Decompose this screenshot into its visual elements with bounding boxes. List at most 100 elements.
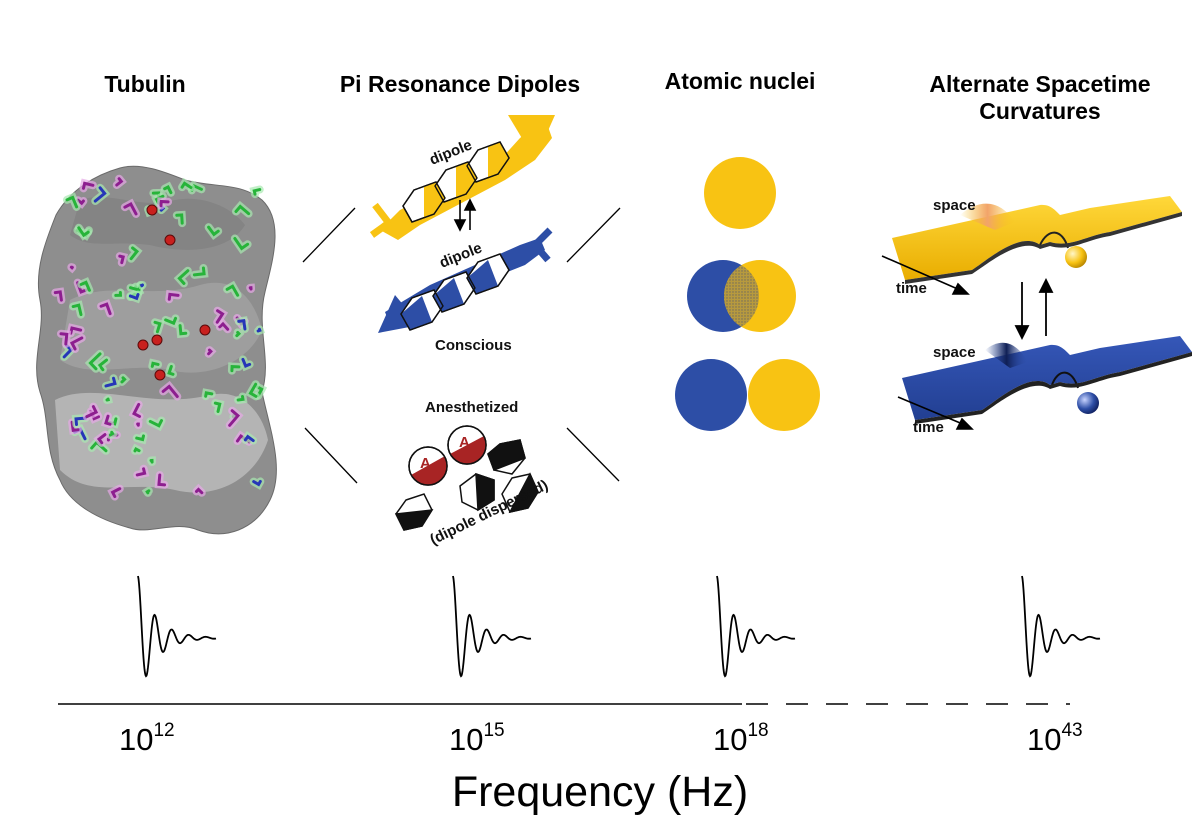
title-alternate-spacetime-curvatures: Alternate Spacetime Curvatures (929, 71, 1151, 124)
residue (225, 284, 240, 297)
metal-ion-dot (164, 234, 176, 246)
frequency-tick-1e43: 1043 (1027, 720, 1083, 757)
residue (135, 467, 147, 477)
residue (69, 326, 83, 335)
title-tubulin: Tubulin (104, 71, 186, 97)
tubulin-protein-image (36, 165, 277, 535)
residue (192, 266, 206, 277)
residue (153, 320, 162, 334)
residue (218, 321, 230, 331)
metal-ion-dot (137, 339, 149, 351)
metal-ion-dot (154, 369, 166, 381)
dipole-chain-blue: dipole (378, 227, 553, 333)
time-label-bottom: time (913, 419, 944, 436)
residue (104, 414, 112, 426)
anesthetic-mark-2: A (459, 434, 470, 451)
anesthetized-dipoles: A A (394, 425, 539, 531)
nucleus-single (704, 157, 776, 229)
residue (230, 365, 241, 373)
residue (159, 199, 170, 208)
residue (85, 405, 99, 419)
residue (70, 420, 80, 432)
residue (228, 409, 241, 427)
residue (76, 198, 85, 206)
residue (233, 236, 250, 251)
residue (71, 303, 83, 317)
residue (135, 434, 145, 442)
frequency-tick-1e12: 1012 (119, 720, 175, 757)
residue (114, 290, 123, 297)
residue (256, 385, 264, 398)
residue (53, 290, 63, 302)
residue (128, 292, 140, 301)
atomic-nuclei-diagram (675, 157, 820, 431)
residue (150, 361, 160, 368)
residue (177, 269, 190, 285)
waveform-4 (1021, 575, 1101, 678)
title-atomic-nuclei: Atomic nuclei (664, 68, 816, 94)
residue (167, 364, 175, 376)
residue (252, 188, 262, 196)
residue (96, 433, 107, 445)
residue (108, 430, 115, 437)
residue (69, 265, 74, 270)
metal-ion-dot (151, 334, 163, 346)
waveform-3 (716, 575, 796, 678)
residue (118, 254, 125, 265)
residue (248, 286, 253, 291)
residue (115, 177, 124, 187)
residue (81, 181, 95, 190)
spacetime-sheet-yellow (892, 196, 1182, 284)
residue (105, 397, 111, 402)
residue (207, 225, 220, 237)
time-arrow-top (881, 255, 970, 295)
residue (241, 357, 252, 368)
frequency-axis-label: Frequency (Hz) (451, 768, 749, 816)
residue (161, 384, 179, 398)
residue (129, 246, 140, 261)
residue (145, 489, 151, 495)
residue (163, 185, 173, 195)
time-arrow-bottom (897, 396, 974, 430)
residue (235, 330, 242, 338)
residue (248, 382, 258, 398)
connector-lines (302, 207, 621, 484)
residue (175, 213, 184, 225)
residue (213, 401, 222, 413)
residue (93, 186, 107, 203)
residue (65, 195, 79, 209)
residue (237, 318, 247, 331)
residue (256, 327, 262, 333)
residue (69, 336, 84, 351)
dipole-switch-arrows (453, 198, 477, 232)
frequency-tick-1e15: 1015 (449, 720, 505, 757)
metal-ion-dot (146, 204, 158, 216)
residue (164, 316, 178, 326)
time-label-top: time (896, 280, 927, 297)
residue (99, 302, 112, 316)
residue (167, 292, 180, 301)
residue (136, 422, 140, 427)
residue (180, 181, 193, 189)
oscillation-waveforms (137, 575, 1101, 678)
residue (157, 473, 167, 487)
residue (149, 458, 154, 464)
residue (215, 309, 225, 324)
spacetime-sheet-blue (902, 336, 1192, 424)
residue (204, 391, 214, 398)
residue (133, 446, 141, 453)
nucleus-separate-yellow (748, 359, 820, 431)
nucleus-separate-blue (675, 359, 747, 431)
residue (207, 348, 213, 356)
residue (139, 283, 145, 288)
anesthetized-label: Anesthetized (425, 399, 518, 416)
residue (236, 394, 245, 402)
title-pi-resonance-dipoles: Pi Resonance Dipoles (339, 71, 581, 97)
metal-ion-dot (199, 324, 211, 336)
residue (79, 280, 91, 292)
residue (59, 332, 69, 346)
residue (252, 479, 262, 487)
residue (74, 416, 87, 427)
residue (110, 487, 122, 499)
